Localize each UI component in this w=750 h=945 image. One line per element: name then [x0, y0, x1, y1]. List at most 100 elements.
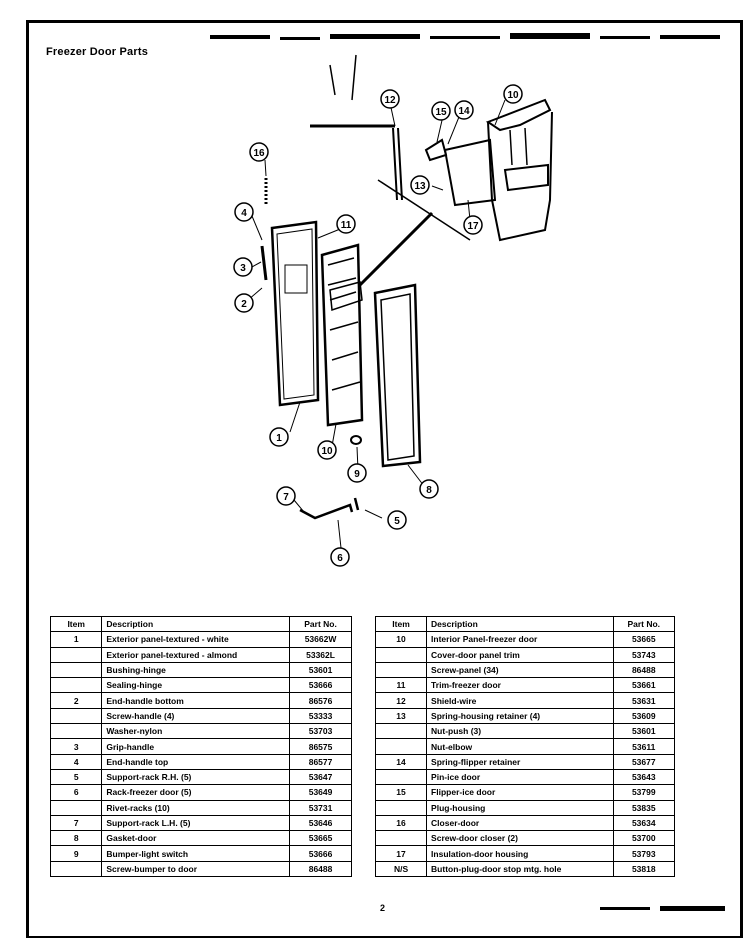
callout-7: 7 [283, 492, 289, 503]
callout-14: 14 [458, 106, 470, 117]
cell-item [49, 707, 103, 725]
cell-description: Grip-handle [101, 738, 291, 755]
cell-item: 4 [49, 753, 103, 770]
cell-part-no: 53666 [289, 677, 352, 694]
cell-part-no: 53333 [289, 707, 352, 725]
callout-17: 17 [467, 221, 479, 232]
cell-description: Button-plug-door stop mtg. hole [426, 860, 614, 878]
cell-description: Bumper-light switch [101, 845, 291, 862]
cell-item: 16 [374, 814, 428, 832]
cell-description: End-handle top [101, 753, 291, 770]
page-number: 2 [380, 903, 386, 913]
callout-5: 5 [394, 516, 400, 527]
cell-item: 10 [374, 631, 428, 648]
cell-item: 17 [374, 845, 428, 862]
table-row: Nut-push (3)53601 [374, 723, 676, 740]
table-header-row: Item Description Part No. [49, 615, 352, 633]
cell-part-no: 53666 [289, 845, 352, 862]
scan-noise-bottom [600, 906, 725, 911]
col-description: Description [101, 615, 291, 633]
callout-4: 4 [241, 208, 247, 219]
cell-item: 14 [374, 753, 428, 770]
cell-description: Plug-housing [426, 799, 614, 816]
cell-item [374, 646, 428, 663]
cell-part-no: 53631 [612, 692, 676, 709]
page-frame [26, 20, 742, 938]
cell-part-no: 53677 [612, 753, 676, 770]
cell-description: Support-rack R.H. (5) [101, 768, 291, 786]
cell-description: Nut-elbow [426, 738, 614, 755]
scan-noise-top [210, 33, 720, 40]
cell-description: Bushing-hinge [101, 661, 291, 679]
cell-item [374, 723, 428, 740]
cell-description: Washer-nylon [101, 723, 291, 740]
cell-item: 12 [374, 692, 428, 709]
cell-description: Spring-flipper retainer [426, 753, 614, 770]
cell-part-no: 53661 [612, 677, 676, 694]
cell-part-no: 53634 [612, 814, 676, 832]
cell-description: Gasket-door [101, 830, 291, 847]
cell-item: 1 [49, 631, 103, 648]
callout-13: 13 [414, 181, 426, 192]
table-row: Rivet-racks (10)53731 [49, 799, 352, 816]
col-item: Item [49, 615, 103, 633]
page-frame-right-edge [740, 20, 743, 938]
cell-part-no: 53611 [612, 738, 676, 755]
cell-item: 7 [49, 814, 103, 832]
cell-item: 5 [49, 768, 103, 786]
cell-part-no: 53793 [612, 845, 676, 862]
cell-part-no: 53647 [289, 768, 352, 786]
cell-description: Rivet-racks (10) [101, 799, 291, 816]
cell-item [49, 799, 103, 816]
cell-part-no: 86488 [612, 661, 676, 679]
cell-description: Screw-handle (4) [101, 707, 291, 725]
cell-item [49, 723, 103, 740]
cell-item: 9 [49, 845, 103, 862]
cell-item [49, 677, 103, 694]
cell-item: 2 [49, 692, 103, 709]
col-part-no: Part No. [289, 615, 352, 633]
cell-description: Cover-door panel trim [426, 646, 614, 663]
table-row: Screw-panel (34)86488 [374, 661, 676, 679]
callout-10-panel: 10 [321, 446, 333, 457]
col-item: Item [374, 615, 428, 633]
callout-9: 9 [354, 469, 360, 480]
cell-item: 8 [49, 830, 103, 847]
callout-15: 15 [435, 107, 447, 118]
callout-10-housing: 10 [507, 90, 519, 101]
cell-description: Flipper-ice door [426, 784, 614, 801]
cell-description: Trim-freezer door [426, 677, 614, 694]
cell-description: Pin-ice door [426, 768, 614, 786]
cell-part-no: 53665 [289, 830, 352, 847]
exploded-parts-diagram: 1 2 3 4 5 6 7 8 9 10 10 11 12 13 14 15 1… [233, 54, 553, 567]
cell-item: 3 [49, 738, 103, 755]
cell-part-no: 53700 [612, 830, 676, 847]
cell-part-no: 53609 [612, 707, 676, 725]
callout-11: 11 [341, 220, 352, 231]
callout-16: 16 [253, 148, 265, 159]
table-row: Screw-handle (4)53333 [49, 707, 352, 725]
table-header-row: Item Description Part No. [374, 615, 676, 633]
cell-part-no: 53643 [612, 768, 676, 786]
cell-description: Support-rack L.H. (5) [101, 814, 291, 832]
